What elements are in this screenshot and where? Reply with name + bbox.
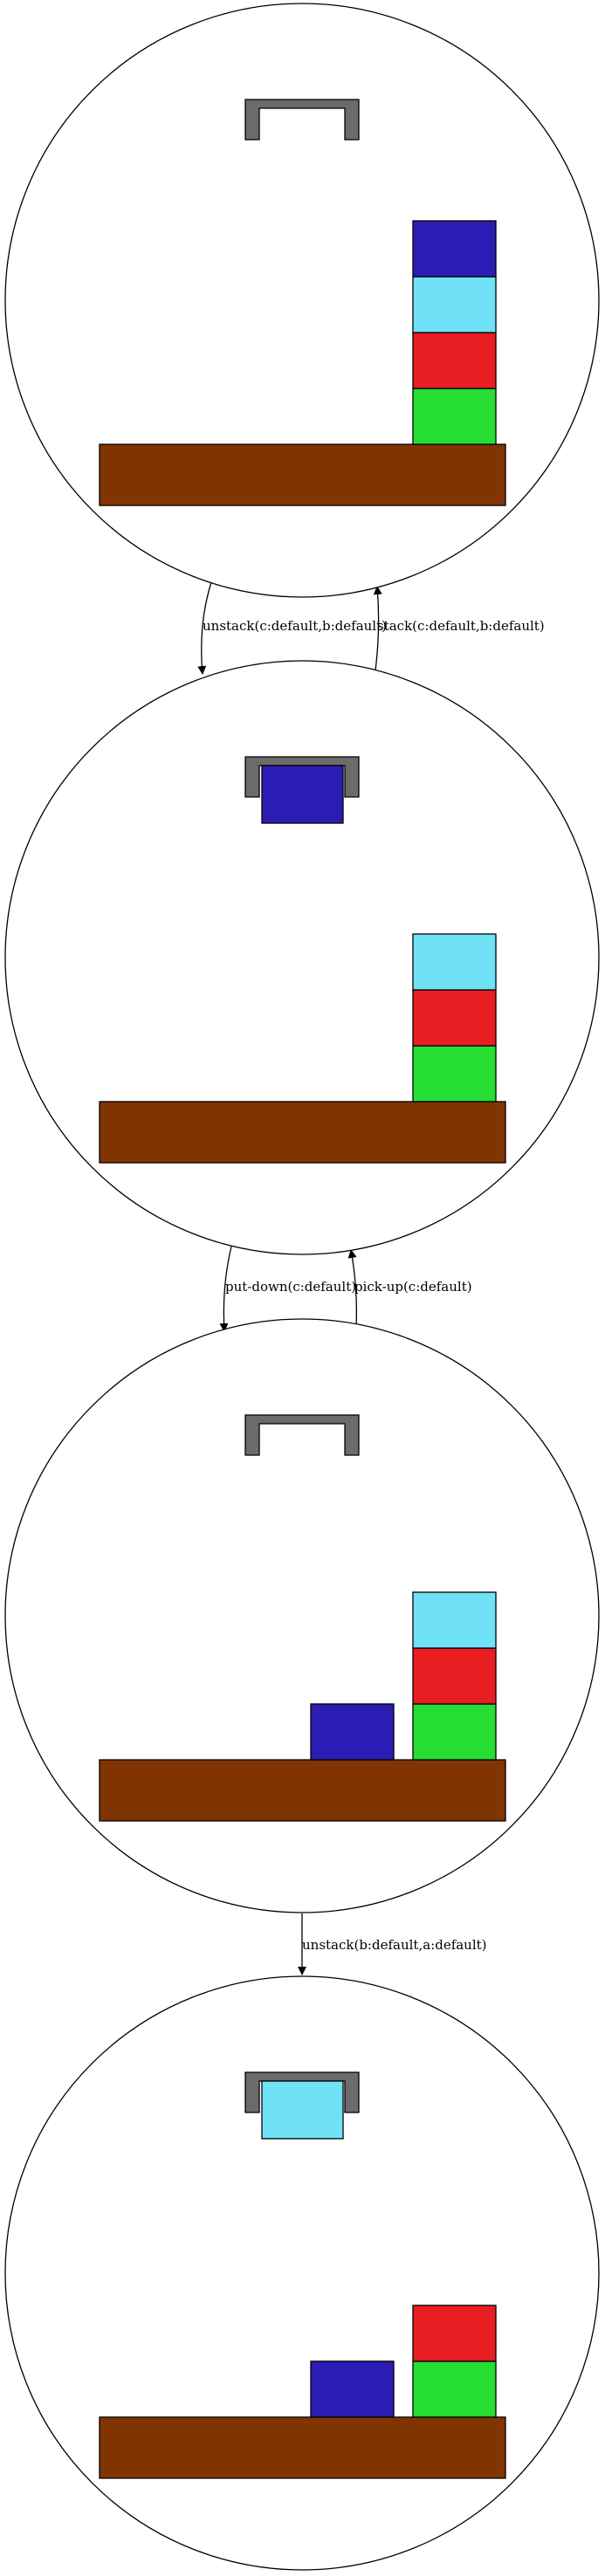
state-circle xyxy=(4,1318,600,1913)
table xyxy=(99,443,506,506)
transition-edge: pick-up(c:default) xyxy=(347,1249,472,1329)
gripper-icon xyxy=(244,1414,360,1456)
table xyxy=(99,2416,506,2479)
stacked-block-c xyxy=(412,220,497,278)
table xyxy=(99,1759,506,1822)
state-node xyxy=(4,1975,600,2571)
transition-edges: unstack(c:default,b:default)stack(c:defa… xyxy=(197,581,545,1975)
state-circle xyxy=(4,1975,600,2571)
stacked-block-d xyxy=(412,2360,497,2418)
state-node xyxy=(4,660,600,1255)
edge-arrow xyxy=(347,1249,358,1329)
gripper-icon xyxy=(244,99,360,141)
edge-label: unstack(c:default,b:default) xyxy=(203,618,387,634)
transition-edge: stack(c:default,b:default) xyxy=(373,586,545,671)
gripper-icon xyxy=(244,756,360,798)
stacked-block-a xyxy=(412,989,497,1047)
edge-label: stack(c:default,b:default) xyxy=(377,618,545,634)
stacked-block-a xyxy=(412,2305,497,2362)
stacked-block-b xyxy=(412,276,497,333)
stacked-block-a xyxy=(412,1647,497,1705)
stacked-block-d xyxy=(412,1703,497,1761)
edge-arrow xyxy=(197,581,212,675)
edge-arrow xyxy=(373,586,382,671)
edge-label: unstack(b:default,a:default) xyxy=(302,1937,487,1953)
edge-arrow xyxy=(219,1246,232,1332)
state-node xyxy=(4,1318,600,1913)
held-block-b xyxy=(261,2080,344,2140)
state-circle xyxy=(4,660,600,1255)
table-block-c xyxy=(310,2360,395,2418)
table xyxy=(99,1101,506,1164)
state-node xyxy=(4,3,600,598)
state-circle xyxy=(4,3,600,598)
stacked-block-d xyxy=(412,388,497,445)
transition-edge: unstack(c:default,b:default) xyxy=(197,581,387,675)
stacked-block-b xyxy=(412,1591,497,1649)
stacked-block-a xyxy=(412,332,497,389)
state-nodes xyxy=(4,3,600,2571)
edge-label: pick-up(c:default) xyxy=(354,1279,472,1295)
stacked-block-b xyxy=(412,933,497,991)
table-block-c xyxy=(310,1703,395,1761)
edge-label: put-down(c:default) xyxy=(225,1279,356,1295)
stacked-block-d xyxy=(412,1045,497,1103)
transition-edge: put-down(c:default) xyxy=(219,1246,356,1332)
gripper-icon xyxy=(244,2071,360,2113)
held-block-c xyxy=(261,765,344,824)
transition-edge: unstack(b:default,a:default) xyxy=(298,1913,487,1975)
